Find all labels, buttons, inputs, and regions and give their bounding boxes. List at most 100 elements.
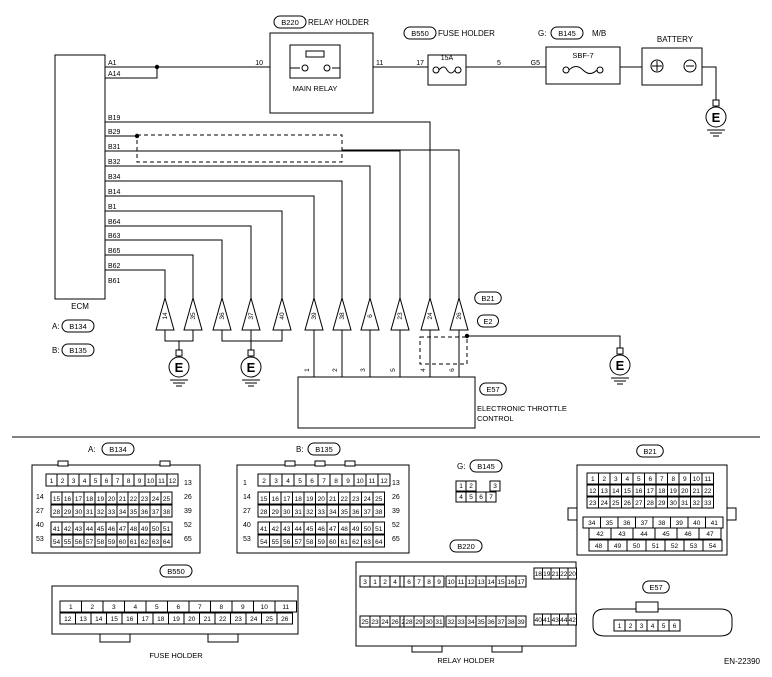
b21c-pin: 7 xyxy=(660,476,664,483)
b134-pin: 24 xyxy=(152,496,160,503)
b550-mount xyxy=(99,633,131,643)
b135-pin: 2 xyxy=(262,478,266,485)
ground-1-terminal xyxy=(175,349,183,357)
b134-pin: 50 xyxy=(152,526,160,533)
b134-pin: 32 xyxy=(97,509,105,516)
b135-cell xyxy=(372,504,385,518)
b21c-pin: 40 xyxy=(693,520,701,527)
b220-pin: 40 xyxy=(535,617,543,624)
b134-pin: 51 xyxy=(163,526,171,533)
b134-pin: 11 xyxy=(158,478,165,485)
b21c-cell xyxy=(698,527,722,540)
b135-pin: 49 xyxy=(352,526,360,533)
e57c-pin: 1 xyxy=(618,623,622,630)
b134-pin: 27 xyxy=(36,508,44,515)
b220-pin: 4 xyxy=(393,579,397,586)
b134-pin: 63 xyxy=(152,539,160,546)
sbf-7-box xyxy=(545,46,621,85)
b135-key xyxy=(284,460,296,467)
e57c-pin: 6 xyxy=(673,623,677,630)
b550-pin: 24 xyxy=(250,616,258,623)
b220-pin: 20 xyxy=(569,571,577,578)
b550-caption: FUSE HOLDER xyxy=(149,651,203,660)
ecm-pin-B31: B31 xyxy=(108,144,121,151)
b134-pin: 21 xyxy=(119,496,127,503)
e57c-pin: 4 xyxy=(651,623,655,630)
b134-pin: 38 xyxy=(163,509,171,516)
b134-pin: 13 xyxy=(184,480,192,487)
b135-pin: 55 xyxy=(272,539,280,546)
b21c-id: B21 xyxy=(643,447,656,456)
b21-pin: 23 xyxy=(397,312,404,320)
b550-pin: 8 xyxy=(219,604,223,611)
electronic-throttle-control-box xyxy=(297,376,476,429)
b21c-pin: 18 xyxy=(658,488,666,495)
b134-pin: 59 xyxy=(108,539,116,546)
b135-pin: 20 xyxy=(318,496,326,503)
b21c-pin: 34 xyxy=(588,520,596,527)
b135-pin: 17 xyxy=(283,496,291,503)
b21-pin: 40 xyxy=(279,312,286,320)
b135-pin: 28 xyxy=(260,509,268,516)
wire-B63 xyxy=(105,239,223,298)
b220-pin: 32 xyxy=(447,619,455,626)
b21c-pin: 51 xyxy=(652,543,660,550)
b135-pin: 39 xyxy=(392,508,400,515)
etc-pin: 4 xyxy=(420,368,427,372)
relay-holder-label: RELAY HOLDER xyxy=(308,18,369,27)
b135-pin: 21 xyxy=(329,496,337,503)
b220-cell xyxy=(433,575,445,588)
b550-pin: 17 xyxy=(142,616,150,623)
b134-pin: 16 xyxy=(64,496,72,503)
b550-connector-outline xyxy=(51,585,299,635)
b134-cell xyxy=(160,504,173,518)
b21c-pin: 36 xyxy=(623,520,631,527)
b145-pin: 2 xyxy=(469,483,473,490)
ground-1-label: E xyxy=(175,360,184,375)
b220-pin: 33 xyxy=(457,619,465,626)
fuse-holder-label: FUSE HOLDER xyxy=(438,29,495,38)
b134-pin: 2 xyxy=(61,478,65,485)
b135-pin: 65 xyxy=(392,536,400,543)
shield-box-top xyxy=(136,134,343,163)
main-relay-label: MAIN RELAY xyxy=(293,84,338,93)
b134-pin: 58 xyxy=(97,539,105,546)
b134-key xyxy=(57,460,69,467)
b21c-pin: 33 xyxy=(704,500,712,507)
b135-cell xyxy=(377,473,391,487)
e57c-pin: 2 xyxy=(629,623,633,630)
b220-pin: 28 xyxy=(405,619,413,626)
b21c-pin: 26 xyxy=(624,500,632,507)
wire-ground-1 xyxy=(164,330,194,342)
b220-pin: 10 xyxy=(447,579,455,586)
b134-pin: 25 xyxy=(163,496,171,503)
b550-pin: 6 xyxy=(176,604,180,611)
etc-pin: 1 xyxy=(304,368,311,372)
battery-plus-icon xyxy=(650,59,664,73)
b134-pin: 31 xyxy=(86,509,94,516)
pin-relay-in: 10 xyxy=(255,60,263,67)
b21c-pin: 24 xyxy=(601,500,609,507)
b134-pin: 37 xyxy=(152,509,160,516)
b550-pin: 21 xyxy=(204,616,212,623)
b21c-pin: 22 xyxy=(704,488,712,495)
e2-id-oval xyxy=(477,314,499,328)
b550-cell xyxy=(274,600,297,613)
b135-pin: 10 xyxy=(356,478,364,485)
ground-3-terminal xyxy=(616,347,624,355)
b21c-pin: 30 xyxy=(670,500,678,507)
e57-connector-outline xyxy=(592,608,733,637)
b135-pin: 53 xyxy=(243,536,251,543)
b135-pin: 47 xyxy=(329,526,337,533)
b550-pin: 5 xyxy=(155,604,159,611)
ground-2-label: E xyxy=(247,360,256,375)
b21c-pin: 20 xyxy=(681,488,689,495)
b135-pin: 59 xyxy=(318,539,326,546)
b135-pin: 38 xyxy=(375,509,383,516)
b220-pin: 14 xyxy=(487,579,495,586)
b145-prefix: G: xyxy=(457,462,465,471)
b134-pin: 36 xyxy=(141,509,149,516)
b134-cell xyxy=(160,521,173,535)
b21c-pin: 28 xyxy=(647,500,655,507)
b550-pin: 15 xyxy=(111,616,119,623)
